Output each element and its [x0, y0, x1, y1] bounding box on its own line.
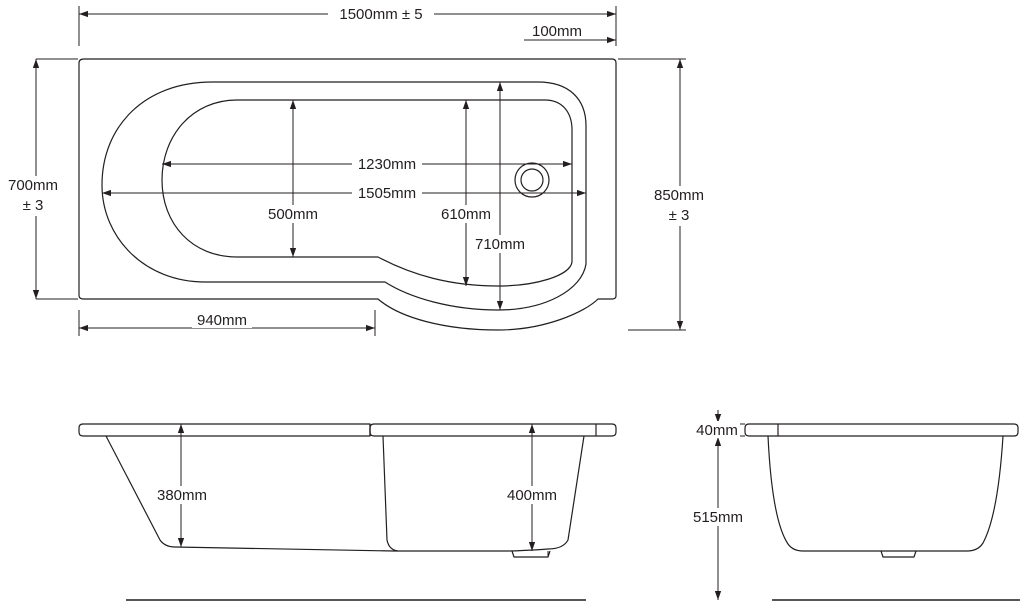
bath-bowl-outline	[101, 81, 587, 311]
side-view: 380mm 400mm	[78, 423, 617, 601]
side-body	[105, 435, 585, 552]
overall-length-label: 1500mm ± 5	[339, 6, 422, 23]
inner-width-end-label: 500mm	[268, 206, 318, 223]
max-width-tolerance-label: ± 3	[669, 207, 690, 224]
end-depth-label: 380mm	[157, 487, 207, 504]
inner-length-top-label: 1230mm	[358, 156, 416, 173]
side-rim	[78, 423, 371, 437]
end-width-tolerance-label: ± 3	[23, 197, 44, 214]
straight-section-label: 940mm	[197, 312, 247, 329]
end-height-label: 515mm	[693, 509, 743, 526]
max-inner-width-label: 710mm	[475, 236, 525, 253]
end-body	[767, 435, 1004, 552]
waste-outlet-icon	[514, 162, 550, 198]
max-width-label: 850mm	[654, 187, 704, 204]
bath-floor-outline	[161, 99, 573, 287]
rim-thickness-label: 40mm	[696, 422, 738, 439]
end-rim	[744, 423, 1019, 437]
end-view: 40mm 515mm	[690, 410, 1020, 601]
plan-view: 1500mm ± 5 100mm 700mm ± 3 850mm ± 3 123…	[3, 4, 708, 336]
waste-depth-label: 400mm	[507, 487, 557, 504]
waste-outlet-inner-icon	[520, 168, 544, 192]
end-waste-trap	[880, 550, 917, 558]
bath-outer-rim	[78, 58, 617, 331]
inner-width-curve-label: 610mm	[441, 206, 491, 223]
end-width-label: 700mm	[8, 177, 58, 194]
side-rim-right	[369, 423, 617, 437]
side-waste-trap	[511, 550, 551, 558]
end-offset-label: 100mm	[532, 23, 582, 40]
inner-length-full-label: 1505mm	[358, 185, 416, 202]
